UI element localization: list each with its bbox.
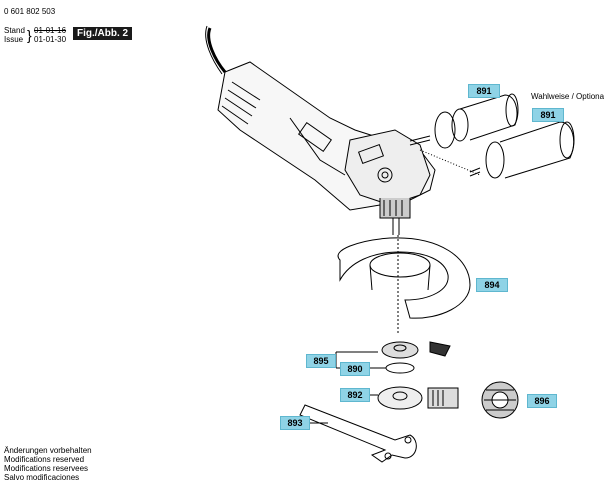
callout-890: 890 bbox=[340, 362, 370, 376]
gear-head bbox=[344, 129, 431, 206]
wheel-guard bbox=[337, 237, 471, 319]
issue-label: Issue bbox=[4, 35, 24, 44]
stand-label: Stand bbox=[4, 26, 25, 35]
callout-895: 895 bbox=[306, 354, 336, 368]
o-ring bbox=[385, 362, 415, 374]
footer-line-de: Änderungen vorbehalten bbox=[4, 446, 92, 455]
clamping-nut bbox=[377, 386, 423, 410]
callout-894: 894 bbox=[476, 278, 508, 292]
power-cord bbox=[207, 27, 227, 73]
callout-891-upper: 891 bbox=[468, 84, 500, 98]
issue-value: 01-01-30 bbox=[34, 35, 67, 44]
stand-value: 01-01-16 bbox=[34, 26, 67, 35]
footer-line-es: Salvo modificaciones bbox=[4, 473, 80, 482]
aux-handle-lower bbox=[469, 121, 575, 179]
backing-flange bbox=[381, 341, 419, 359]
callout-891-lower: 891 bbox=[532, 108, 564, 122]
document-number: 0 601 802 503 bbox=[4, 7, 56, 16]
aux-handle-upper bbox=[409, 93, 519, 149]
callout-896: 896 bbox=[527, 394, 557, 408]
footer-line-fr: Modifications reservees bbox=[4, 464, 89, 473]
header-brace: } bbox=[27, 27, 32, 43]
options-note: Wahlweise / Optiona bbox=[531, 92, 604, 101]
callout-893: 893 bbox=[280, 416, 310, 430]
figure-label: Fig./Abb. 2 bbox=[73, 27, 133, 40]
footer-line-en: Modifications reserved bbox=[4, 455, 85, 464]
callout-892: 892 bbox=[340, 388, 370, 402]
spanner bbox=[299, 404, 417, 463]
